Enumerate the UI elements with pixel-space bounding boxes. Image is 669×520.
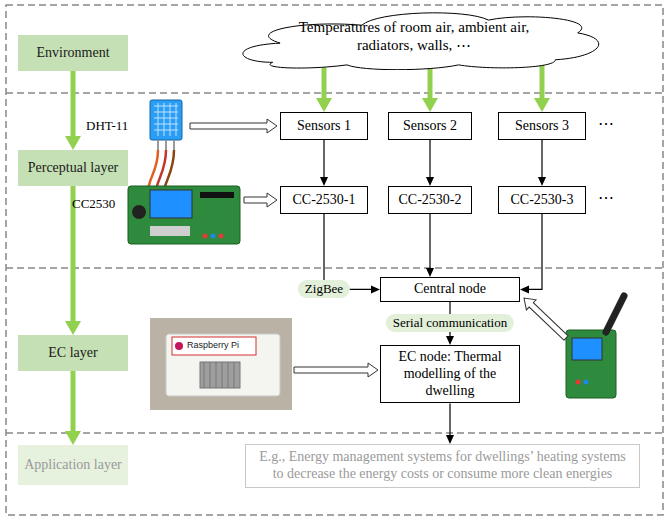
part-label: DHT-11 [86, 118, 128, 134]
arrow-head [446, 336, 454, 345]
layer-box: Perceptual layer [18, 150, 128, 186]
ellipsis: ⋯ [598, 114, 614, 133]
cc2530-illustration [128, 186, 240, 244]
node-text: Environment [36, 45, 109, 62]
arrow-head [316, 98, 332, 112]
node-text: E.g., Energy management systems for dwel… [254, 449, 631, 483]
arrow-head [534, 98, 550, 112]
node-text: EC node: Thermal modelling of the dwelli… [385, 349, 515, 399]
process-box: CC-2530-2 [388, 186, 472, 214]
photo-label: Raspberry Pi [187, 340, 239, 350]
process-box: Central node [380, 277, 520, 302]
node-text: CC-2530-3 [511, 192, 574, 209]
process-box: EC node: Thermal modelling of the dwelli… [380, 345, 520, 403]
connector-arrow [422, 64, 438, 112]
connector-arrow [520, 214, 542, 293]
connector-line [429, 140, 430, 179]
connector-arrow [426, 140, 434, 186]
node-text: Central node [414, 281, 486, 298]
connector-arrow [65, 371, 81, 445]
process-box: Sensors 2 [388, 112, 472, 140]
node-text: Perceptual layer [28, 160, 119, 177]
hollow-arrow [244, 193, 277, 207]
connector-arrow [65, 71, 81, 150]
connector-line [541, 140, 542, 179]
connector-line [71, 71, 76, 139]
node-text: Application layer [24, 457, 122, 474]
arrow-head [520, 285, 529, 293]
part-label: CC2530 [72, 196, 115, 212]
arrow-head [426, 177, 434, 186]
arrow-head [65, 431, 81, 445]
layer-divider [6, 432, 663, 434]
arrow-head [320, 177, 328, 186]
process-box: CC-2530-1 [280, 186, 368, 214]
frame [6, 5, 663, 515]
node-text: Sensors 1 [297, 118, 351, 135]
node-text: CC-2530-1 [293, 192, 356, 209]
layer-divider [6, 92, 663, 94]
arrow-head [371, 285, 380, 293]
connector-line [428, 64, 433, 101]
connector-line [324, 214, 373, 289]
arrow-head [538, 177, 546, 186]
connector-arrow [534, 64, 550, 112]
edge-label: Serial communication [386, 314, 514, 332]
process-box: Sensors 1 [280, 112, 368, 140]
node-text: EC layer [48, 345, 97, 362]
connector-line [449, 403, 450, 436]
connector-arrow [316, 64, 332, 112]
connector-arrow [426, 214, 434, 277]
connector-line [323, 140, 324, 179]
ellipsis: ⋯ [598, 188, 614, 207]
layer-box: Environment [18, 35, 128, 71]
arrow-head [422, 98, 438, 112]
connector-line [540, 64, 545, 101]
process-box: Sensors 3 [498, 112, 586, 140]
arrow-head [65, 136, 81, 150]
connector-line [322, 64, 327, 101]
connector-line [527, 214, 542, 289]
node-text: CC-2530-2 [399, 192, 462, 209]
raspberry-pi-illustration [150, 318, 292, 410]
environment-cloud: Temperatures of room air, ambient air, r… [228, 6, 600, 70]
hollow-arrow [519, 293, 571, 343]
hollow-arrow [190, 119, 277, 133]
process-box: CC-2530-3 [498, 186, 586, 214]
arrow-head [65, 321, 81, 335]
arrow-head [446, 435, 454, 444]
node-text: Sensors 2 [403, 118, 457, 135]
node-text: Sensors 3 [515, 118, 569, 135]
arrow-head [426, 268, 434, 277]
connector-line [429, 214, 430, 270]
connector-arrow [446, 403, 454, 444]
connector-arrow [538, 140, 546, 186]
connector-arrow [320, 140, 328, 186]
connector-line [71, 371, 76, 434]
layer-divider [6, 267, 663, 269]
edge-label: ZigBee [298, 280, 350, 298]
layer-box: Application layer [18, 445, 128, 485]
node-text: Temperatures of room air, ambient air, r… [274, 18, 554, 54]
coordinator-board-illustration [566, 296, 624, 398]
layer-box: EC layer [18, 335, 128, 371]
application-box: E.g., Energy management systems for dwel… [245, 444, 640, 488]
hollow-arrow [294, 363, 378, 377]
dht11-illustration [148, 100, 182, 190]
